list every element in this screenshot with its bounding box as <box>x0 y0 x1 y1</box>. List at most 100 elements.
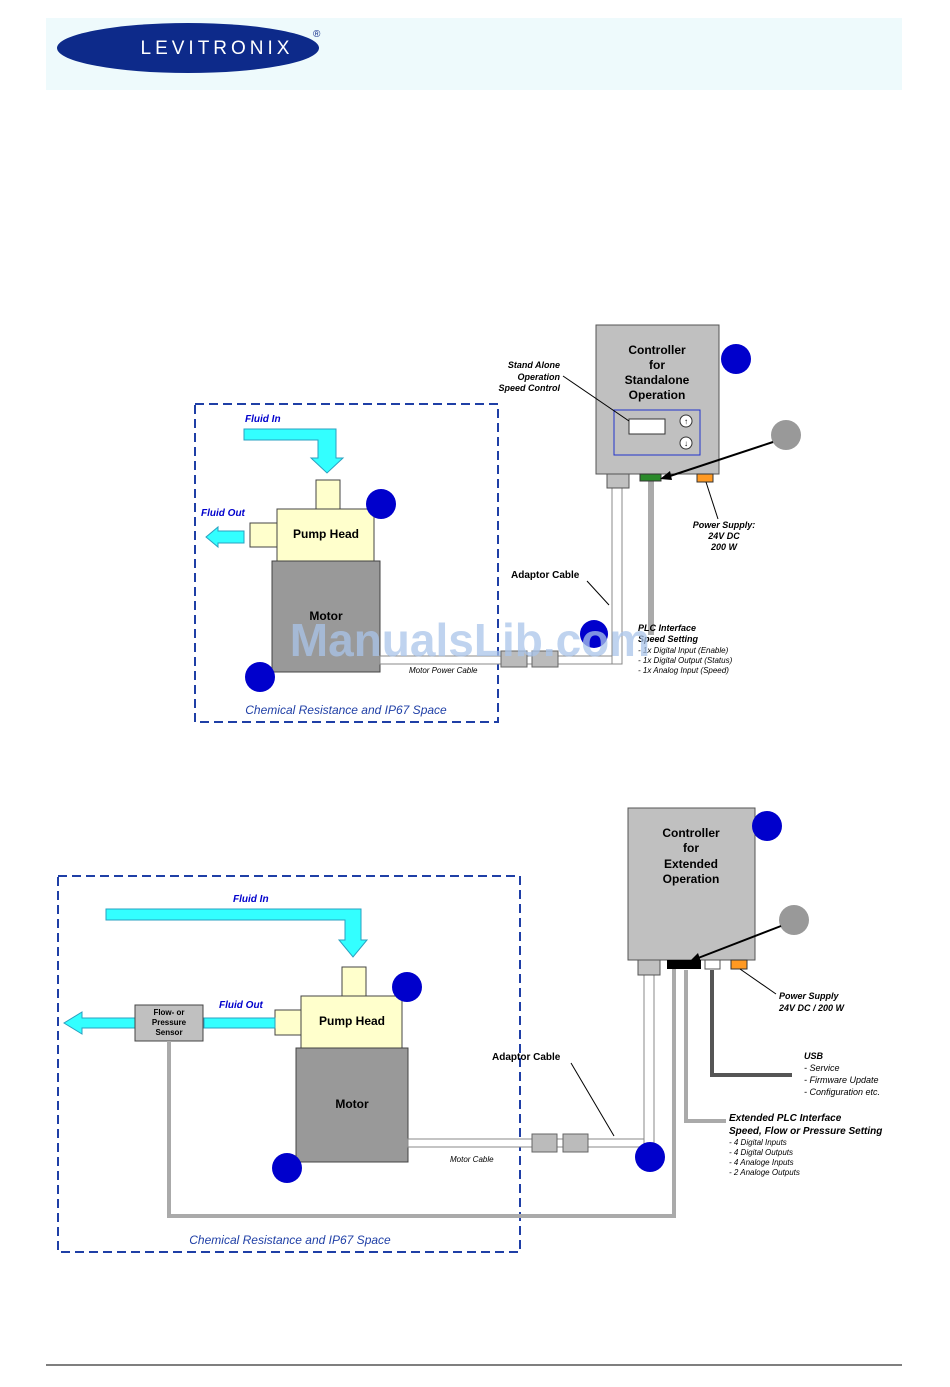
plc-cable <box>648 480 654 635</box>
cable-connector-1 <box>500 650 528 668</box>
ext-plc-line-3: - 4 Digital Inputs <box>729 1138 787 1147</box>
controller-standalone <box>595 324 720 475</box>
usb-line-3: - Firmware Update <box>804 1075 879 1085</box>
diagram-standalone: Fluid In Pump Head Fluid Out Motor Motor… <box>194 324 801 723</box>
power-leader <box>705 481 719 520</box>
motor-2 <box>295 1047 409 1163</box>
extended-plc-connector <box>667 960 701 969</box>
chemical-zone-border <box>194 403 499 723</box>
controller-cable-2 <box>643 973 655 1148</box>
fluid-out-label: Fluid Out <box>201 508 246 519</box>
marker-motor <box>245 662 275 692</box>
controller2-line-4: Operation <box>663 872 720 886</box>
marker-controller-2 <box>752 811 782 841</box>
plc-line-1: PLC Interface <box>638 623 696 633</box>
controller-line-3: Standalone <box>625 373 690 387</box>
plc-line-4: - 1x Digital Output (Status) <box>638 656 733 665</box>
fluid-out-arrow-2 <box>63 1011 136 1035</box>
power-connector-2 <box>730 959 748 970</box>
zone-label: Chemical Resistance and IP67 Space <box>245 703 447 717</box>
usb-connector <box>704 959 721 970</box>
pump-head-2 <box>300 995 403 1049</box>
motor-label-2: Motor <box>335 1097 369 1111</box>
marker-plc-gray-2 <box>779 905 809 935</box>
control-panel-frame <box>613 409 701 456</box>
power-line-1: Power Supply: <box>693 520 756 530</box>
sensor-line-3: Sensor <box>155 1028 182 1037</box>
controller2-line-2: for <box>683 841 699 855</box>
controller2-line-1: Controller <box>662 826 720 840</box>
cable-connector-4 <box>562 1133 589 1153</box>
controller-line-1: Controller <box>628 343 686 357</box>
plc-line-3: - 1x Digital Input (Enable) <box>638 646 729 655</box>
standalone-line-1: Stand Alone <box>508 360 560 370</box>
plc-pointer-arrow-2 <box>692 925 782 961</box>
marker-controller <box>721 344 751 374</box>
motor-cable-label: Motor Cable <box>450 1155 494 1164</box>
plc-line-5: - 1x Analog Input (Speed) <box>638 666 729 675</box>
power-leader-2 <box>739 968 777 995</box>
usb-line-1: USB <box>804 1051 824 1061</box>
svg-text:↓: ↓ <box>684 439 688 448</box>
zone-label-2: Chemical Resistance and IP67 Space <box>189 1233 391 1247</box>
chemical-zone-border-2 <box>57 875 521 1253</box>
speed-up-button-icon <box>679 414 693 428</box>
motor-label: Motor <box>309 609 343 623</box>
ext-plc-line-2: Speed, Flow or Pressure Setting <box>729 1126 882 1137</box>
standalone-leader <box>562 375 630 422</box>
power-line-2: 24V DC <box>707 531 740 541</box>
logo-text: LEVITRONIX <box>141 38 294 59</box>
ext-plc-line-4: - 4 Digital Outputs <box>729 1148 793 1157</box>
adaptor-cable-label-2: Adaptor Cable <box>492 1052 561 1063</box>
controller-line-2: for <box>649 358 665 372</box>
motor-cable <box>407 1138 655 1148</box>
extended-plc-cable <box>684 970 726 1123</box>
speed-display <box>628 418 666 435</box>
marker-motor-2 <box>272 1153 302 1183</box>
standalone-line-3: Speed Control <box>498 383 560 393</box>
usb-cable <box>710 970 792 1077</box>
pump-head <box>276 508 375 562</box>
power-connector <box>696 473 714 483</box>
controller-line-4: Operation <box>629 388 686 402</box>
adaptor-cable-leader-2 <box>570 1062 615 1137</box>
plc-connector <box>639 473 662 482</box>
pump-head-label: Pump Head <box>293 527 359 541</box>
sensor-line-1: Flow- or <box>153 1008 184 1017</box>
fluid-in-arrow-2 <box>105 908 369 958</box>
marker-adaptor-cable <box>580 620 608 648</box>
power-line-3: 200 W <box>710 542 739 552</box>
speed-down-button-icon <box>679 436 693 450</box>
motor-connector-2 <box>637 959 661 976</box>
fluid-in-arrow <box>243 428 345 474</box>
motor-connector <box>606 473 630 489</box>
cable-connector-3 <box>531 1133 558 1153</box>
standalone-line-2: Operation <box>517 372 560 382</box>
ext-plc-line-5: - 4 Analoge Inputs <box>729 1158 794 1167</box>
adaptor-cable-label: Adaptor Cable <box>511 570 580 581</box>
cable-connector-2 <box>531 650 559 668</box>
sensor-cable <box>167 968 676 1218</box>
flow-pressure-sensor <box>134 1004 204 1042</box>
pump-inlet-2 <box>341 966 367 997</box>
fluid-out-label-2: Fluid Out <box>219 1000 264 1011</box>
controller2-line-3: Extended <box>664 857 718 871</box>
ext-plc-line-6: - 2 Analoge Outputs <box>729 1168 800 1177</box>
watermark: ManualsLib.com <box>290 614 650 666</box>
fluid-in-label: Fluid In <box>245 414 281 425</box>
adaptor-cable-leader <box>586 580 610 606</box>
plc-pointer-arrow <box>663 441 774 479</box>
usb-line-4: - Configuration etc. <box>804 1087 880 1097</box>
plc-line-2: Speed Setting <box>638 634 699 644</box>
pump-head-label-2: Pump Head <box>319 1014 385 1028</box>
marker-adaptor-cable-2 <box>635 1142 665 1172</box>
usb-line-2: - Service <box>804 1063 840 1073</box>
pump-outlet-2 <box>274 1009 302 1036</box>
ext-plc-line-1: Extended PLC Interface <box>729 1113 842 1124</box>
pump-inlet <box>315 479 341 510</box>
power2-line-1: Power Supply <box>779 991 840 1001</box>
marker-pump-head-2 <box>392 972 422 1002</box>
motor-power-cable-label: Motor Power Cable <box>409 666 478 675</box>
svg-text:↑: ↑ <box>684 417 688 426</box>
